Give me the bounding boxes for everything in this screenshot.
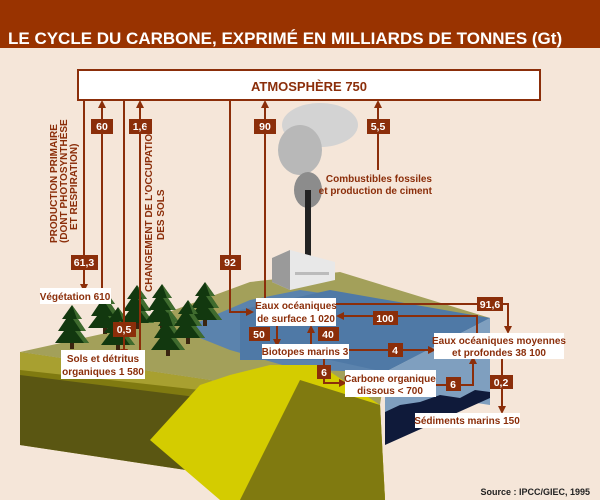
title-bar xyxy=(0,0,600,48)
soils-label-2: organiques 1 580 xyxy=(62,367,144,378)
vertical-annotations: PRODUCTION PRIMAIRE (DONT PHOTOSYNTHÈSE … xyxy=(49,119,167,292)
flow-surface-biota: 50 xyxy=(253,329,265,341)
marine-biota-label: Biotopes marins 3 xyxy=(262,347,349,358)
production-annotation-3: ET RESPIRATION) xyxy=(69,144,80,230)
doc-label-2: dissous < 700 xyxy=(357,386,423,397)
vegetation-label: Végétation 610 xyxy=(40,292,111,303)
flow-land-use: 1,6 xyxy=(133,121,148,133)
landuse-annotation-2: DES SOLS xyxy=(156,189,167,240)
soils-label-1: Sols et détritus xyxy=(67,354,140,365)
surface-ocean-label-1: Eaux océaniques xyxy=(255,301,337,312)
fossil-label-1: Combustibles fossiles xyxy=(326,174,433,185)
flow-deep-surface: 100 xyxy=(376,313,394,325)
flow-ocean-atm: 90 xyxy=(259,121,271,133)
flow-biota-deep: 4 xyxy=(392,345,398,357)
flow-doc-deep: 6 xyxy=(450,379,456,391)
reservoir-labels: Végétation 610 Sols et détritus organiqu… xyxy=(40,174,566,428)
atmosphere-label: ATMOSPHÈRE 750 xyxy=(251,79,367,94)
flow-vegetation-atm: 60 xyxy=(96,121,108,133)
fossil-label-2: et production de ciment xyxy=(319,186,433,197)
atmosphere-box xyxy=(77,69,541,101)
factory-icon xyxy=(272,103,358,290)
flow-to-soils: 0,5 xyxy=(117,324,132,336)
surface-ocean-label-2: de surface 1 020 xyxy=(257,314,335,325)
production-annotation-2: (DONT PHOTOSYNTHÈSE xyxy=(57,119,70,243)
flow-fossil: 5,5 xyxy=(371,121,386,133)
deep-ocean-label-1: Eaux océaniques moyennes xyxy=(432,336,566,347)
flow-surface-deep: 91,6 xyxy=(480,299,501,311)
page-title: LE CYCLE DU CARBONE, EXPRIMÉ EN MILLIARD… xyxy=(8,29,562,48)
landuse-annotation-1: CHANGEMENT DE L'OCCUPATION xyxy=(144,127,155,292)
deep-ocean-label-2: et profondes 38 100 xyxy=(452,348,546,359)
flow-primary-production: 61,3 xyxy=(74,257,95,269)
source-credit: Source : IPCC/GIEC, 1995 xyxy=(480,487,590,497)
sediments-label: Sédiments marins 150 xyxy=(414,416,520,427)
production-annotation-1: PRODUCTION PRIMAIRE xyxy=(49,124,60,243)
flow-biota-doc: 6 xyxy=(321,367,327,379)
flow-values: 61,3 60 0,5 1,6 92 90 5,5 50 40 100 91,6… xyxy=(71,119,513,391)
flow-atm-ocean: 92 xyxy=(224,257,236,269)
flow-deep-sediments: 0,2 xyxy=(494,377,509,389)
flow-biota-surface: 40 xyxy=(322,329,334,341)
doc-label-1: Carbone organique xyxy=(344,374,436,385)
